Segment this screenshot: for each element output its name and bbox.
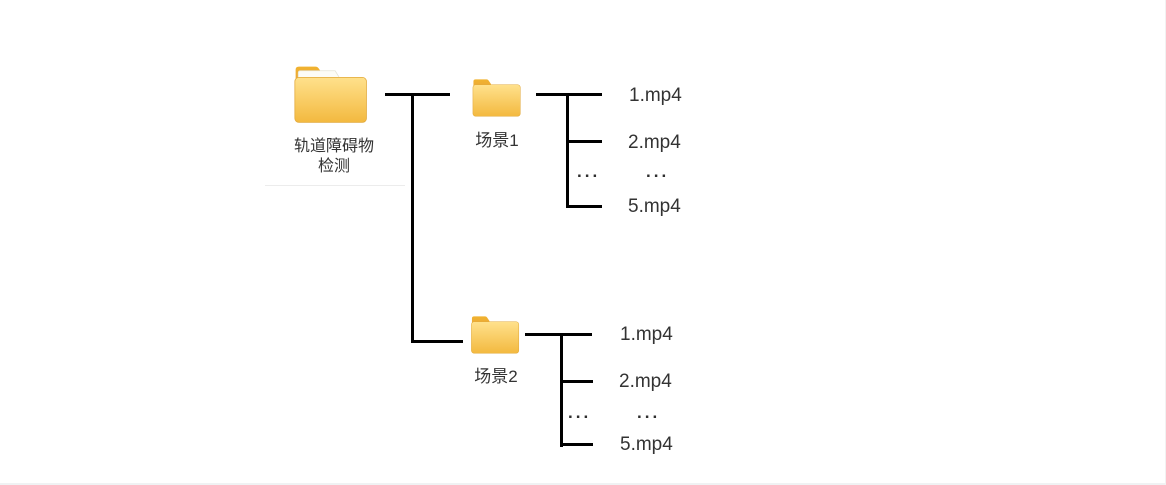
scene1-files-ellipsis: ... bbox=[646, 162, 670, 181]
scene2-file-label: 1.mp4 bbox=[620, 324, 673, 345]
scene2-files-trunk bbox=[560, 333, 563, 447]
scene1-branch-file2 bbox=[566, 140, 602, 143]
connector-scene1-to-files bbox=[536, 93, 602, 96]
scene1-folder-label: 场景1 bbox=[475, 131, 519, 150]
connector-trunk-to-scene2 bbox=[411, 340, 463, 343]
scene2-folder-icon bbox=[471, 316, 520, 354]
scene1-file-label: 1.mp4 bbox=[629, 85, 682, 106]
scene2-folder-label: 场景2 bbox=[474, 367, 518, 386]
scene2-branch-file2 bbox=[560, 380, 593, 383]
scene1-trunk-ellipsis: ... bbox=[577, 162, 601, 181]
connector-root-to-branch bbox=[385, 93, 450, 96]
scene1-file-label: 2.mp4 bbox=[628, 132, 681, 153]
root-label-underline bbox=[265, 185, 405, 186]
root-folder-label-line1: 轨道障碍物 bbox=[293, 138, 374, 155]
scene1-file-label: 5.mp4 bbox=[628, 196, 681, 217]
scene2-branch-file5 bbox=[560, 443, 593, 446]
root-folder-label-line2: 检测 bbox=[317, 158, 350, 175]
root-folder-icon bbox=[294, 66, 367, 123]
scene2-file-label: 2.mp4 bbox=[619, 371, 672, 392]
scene2-trunk-ellipsis: ... bbox=[568, 403, 592, 422]
connector-scene2-to-files bbox=[525, 333, 592, 336]
scene2-files-ellipsis: ... bbox=[637, 403, 661, 422]
scene2-file-label: 5.mp4 bbox=[620, 434, 673, 455]
scene1-branch-file5 bbox=[566, 205, 602, 208]
scene1-files-trunk bbox=[566, 93, 569, 208]
connector-trunk bbox=[411, 93, 414, 343]
root-folder-label: 轨道障碍物 检测 bbox=[264, 137, 404, 177]
scene1-folder-icon bbox=[472, 79, 521, 117]
